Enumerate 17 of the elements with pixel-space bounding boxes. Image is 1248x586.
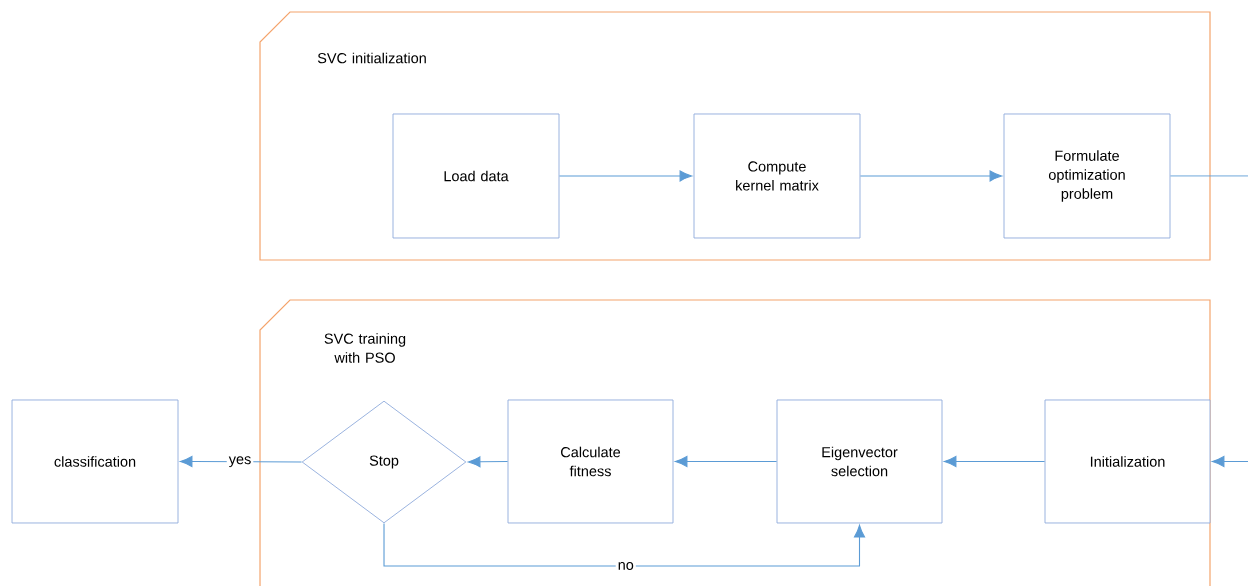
arrow [558,170,693,182]
arrow [383,522,866,567]
process-box: Load data [392,113,560,239]
arrow [674,455,778,467]
process-box: Formulate optimization problem [1003,113,1171,239]
process-box: Initialization [1044,399,1211,524]
process-box: Calculate fitness [507,399,674,524]
process-box: Eigenvector selection [776,399,943,524]
arrow [179,456,303,468]
edge-label: no [615,560,636,572]
edge-label: yes [226,454,254,470]
process-box: Compute kernel matrix [693,113,861,239]
arrow [859,170,1003,182]
arrow [467,456,509,468]
arrow [1211,455,1248,467]
arrow [943,455,1046,467]
process-box: classification [11,399,179,524]
